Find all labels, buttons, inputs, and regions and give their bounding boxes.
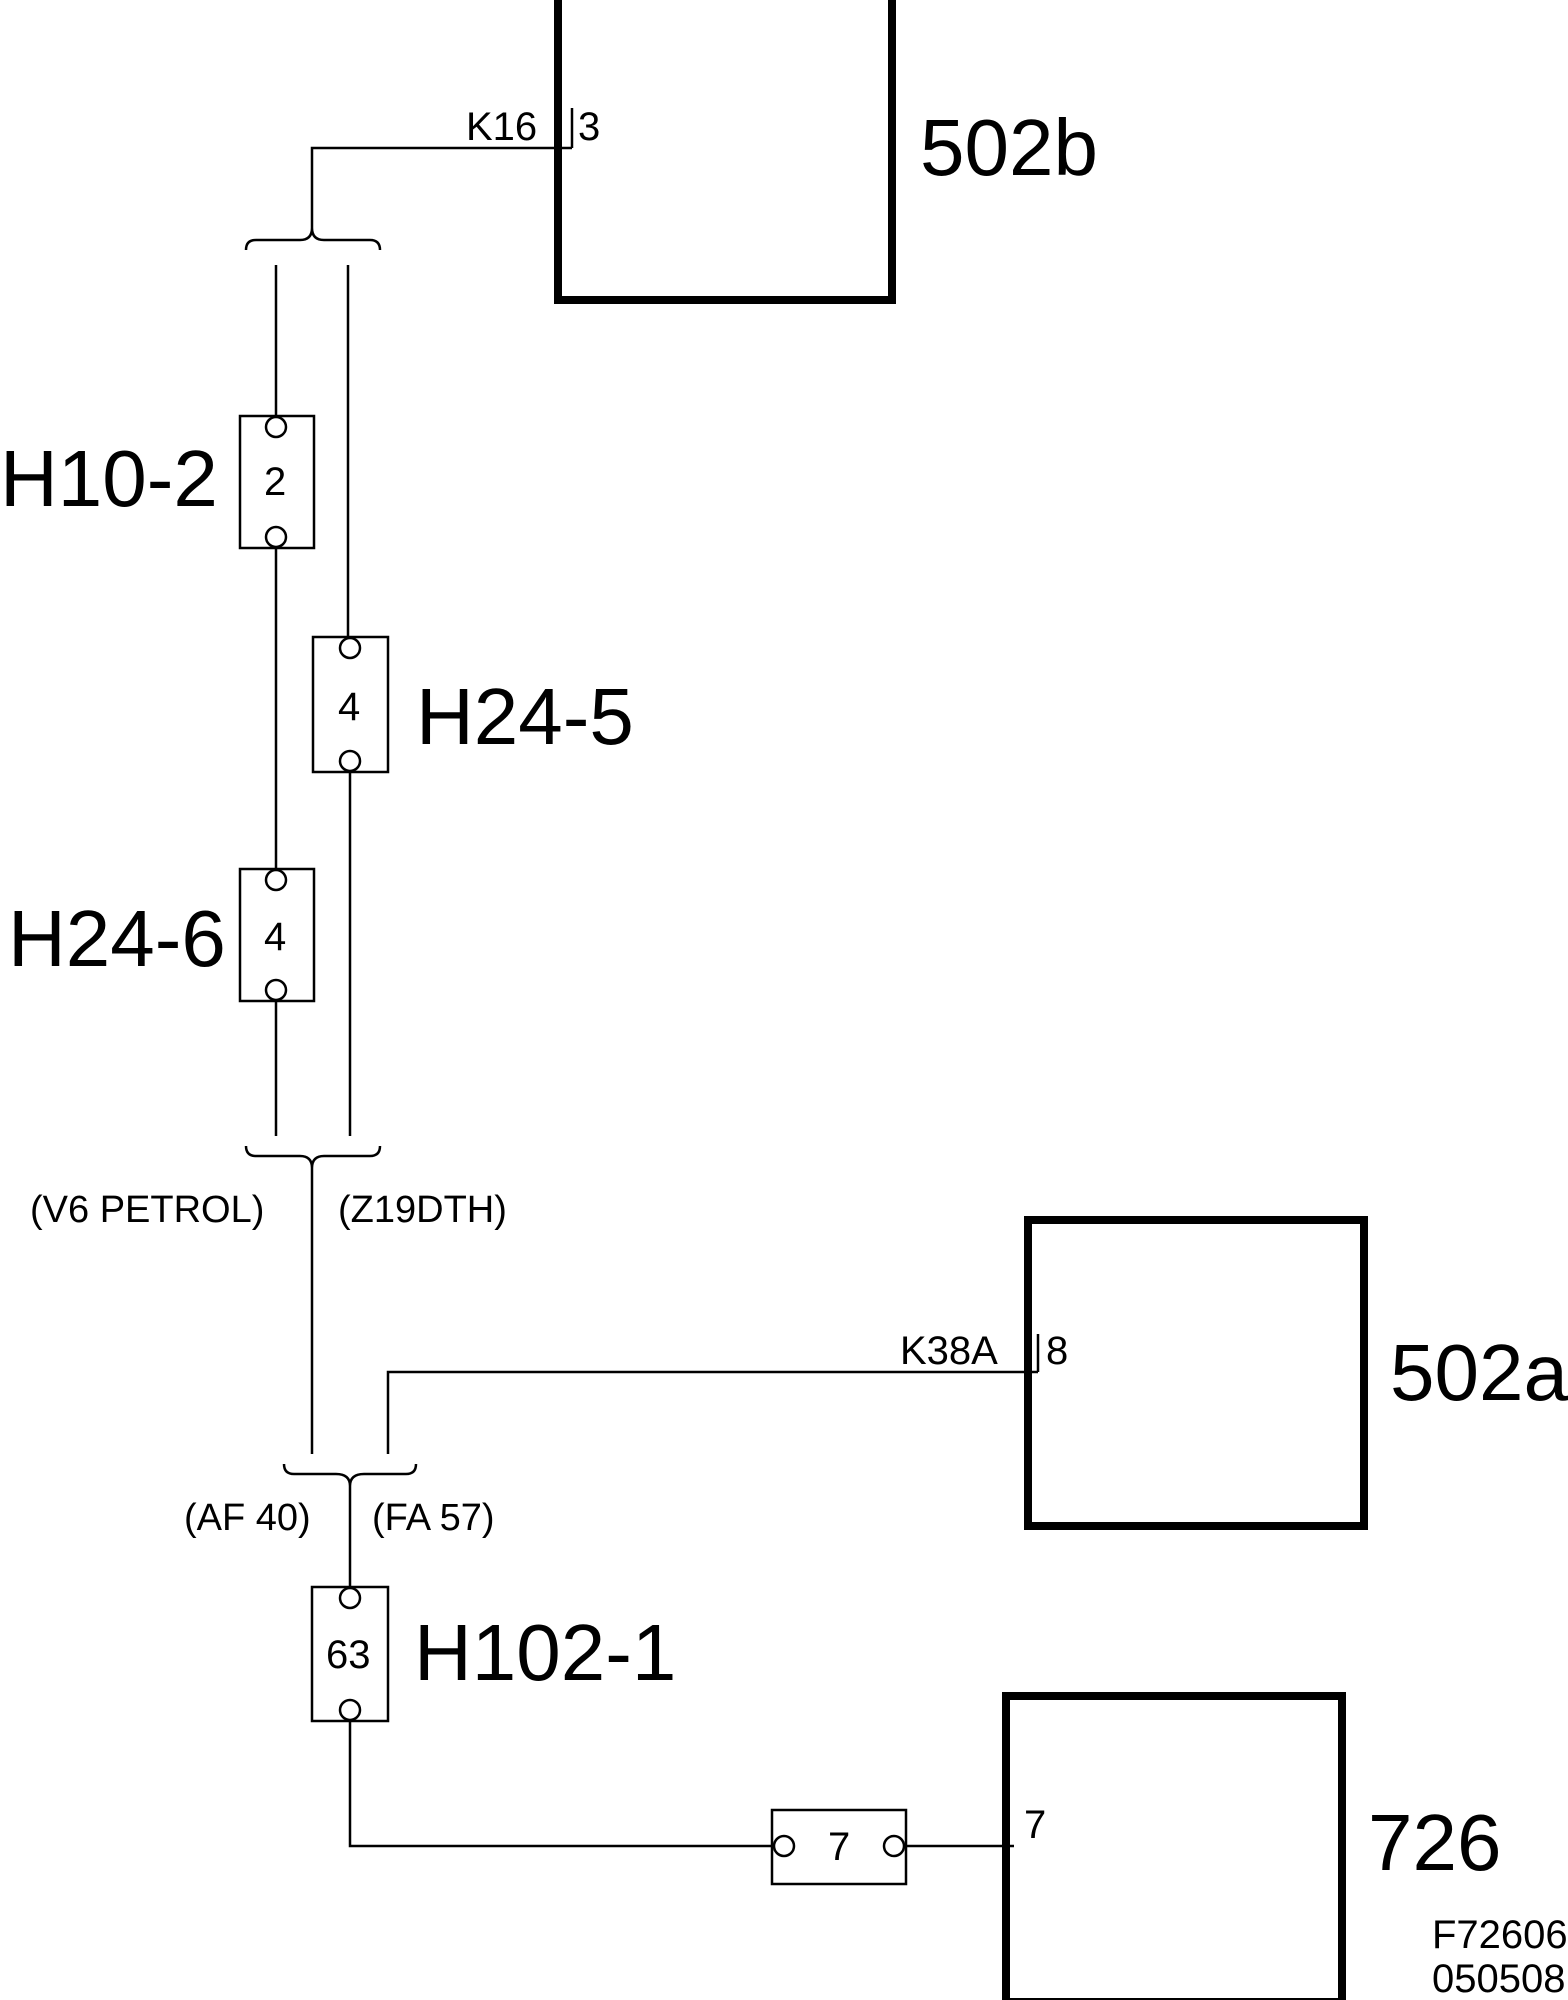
module-502a-pin: 8 — [1046, 1329, 1068, 1373]
module-502a-box — [1024, 1216, 1368, 1530]
splice-bracket-lower — [282, 1463, 418, 1487]
module-502b-pin: 3 — [578, 105, 600, 149]
variant-label-af40: (AF 40) — [184, 1497, 311, 1539]
connector-h10-2-pin-top — [264, 415, 288, 439]
variant-label-fa57: (FA 57) — [372, 1497, 495, 1539]
connector-h24-5-pin-top — [338, 636, 362, 660]
figure-id: F72606 — [1432, 1913, 1568, 1957]
connector-h24-6-pin-bottom — [264, 978, 288, 1002]
connector-h102-1-pin-number: 63 — [326, 1633, 371, 1677]
module-726-label: 726 — [1368, 1798, 1501, 1887]
module-726-pin: 7 — [1024, 1803, 1046, 1847]
connector-h102-1-pin-top — [338, 1586, 362, 1610]
inline-connector-pin-number: 7 — [828, 1825, 850, 1869]
connector-h102-1-label: H102-1 — [414, 1608, 676, 1697]
connector-h24-5-pin-number: 4 — [338, 685, 360, 729]
inline-connector-pin-right — [882, 1834, 906, 1858]
connector-h10-2-pin-bottom — [264, 525, 288, 549]
module-502b-box — [554, 0, 896, 304]
connector-h24-6-pin-number: 4 — [264, 915, 286, 959]
wire-k16 — [310, 146, 572, 228]
module-502b-label: 502b — [920, 103, 1098, 192]
splice-bracket-middle — [244, 1145, 382, 1169]
wire-k38a — [386, 1370, 1038, 1454]
figure-date: 050508 — [1432, 1957, 1565, 2000]
inline-connector-pin-left — [772, 1834, 796, 1858]
variant-label-v6-petrol: (V6 PETROL) — [30, 1189, 264, 1231]
connector-h10-2-label: H10-2 — [0, 434, 218, 523]
wire-k16-label: K16 — [466, 105, 537, 149]
variant-label-z19dth: (Z19DTH) — [338, 1189, 507, 1231]
wire-to-inline-connector — [348, 1721, 772, 1848]
connector-h24-5-pin-bottom — [338, 749, 362, 773]
connector-h10-2-pin-number: 2 — [264, 460, 286, 504]
module-502a-label: 502a — [1390, 1328, 1568, 1417]
connector-h24-6-label: H24-6 — [8, 894, 226, 983]
wire-k38a-label: K38A — [900, 1329, 998, 1373]
splice-bracket-top — [244, 227, 382, 251]
connector-h102-1-pin-bottom — [338, 1698, 362, 1722]
module-726-box — [1002, 1692, 1346, 2000]
connector-h24-5-label: H24-5 — [416, 672, 634, 761]
connector-h24-6-pin-top — [264, 868, 288, 892]
